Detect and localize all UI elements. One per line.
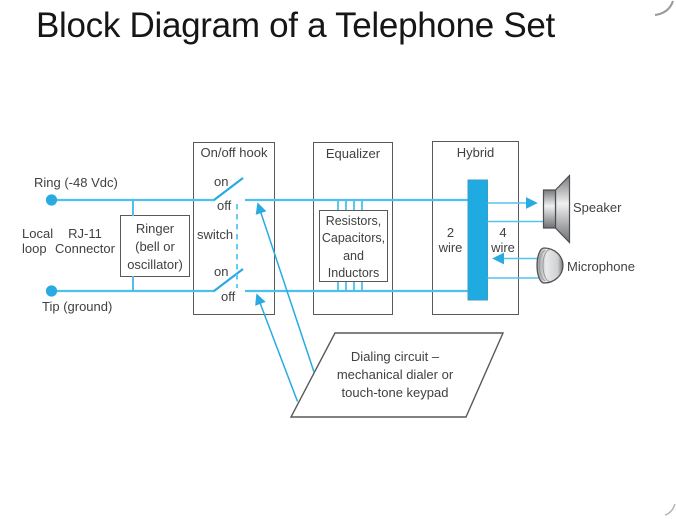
page-title: Block Diagram of a Telephone Set <box>36 6 555 45</box>
corner-curl-top-right <box>654 0 674 16</box>
dialing-circuit-parallelogram <box>289 332 505 418</box>
hook-switch-top <box>213 177 244 201</box>
dialing-arrow-bottom <box>255 293 299 402</box>
hook-switch-bottom <box>213 268 244 292</box>
equalizer-inner-box <box>319 210 388 282</box>
hybrid-box <box>432 141 519 315</box>
onoff-hook-box <box>193 142 275 315</box>
hybrid-converter-bar <box>467 179 488 301</box>
speaker-icon <box>542 174 571 244</box>
equalizer-ticks <box>337 199 363 292</box>
corner-curl-bottom-right <box>664 503 676 516</box>
ring-terminal-dot <box>45 194 58 206</box>
ringer-box <box>120 215 190 277</box>
equalizer-box <box>313 142 393 315</box>
microphone-icon <box>536 247 564 284</box>
tip-terminal-dot <box>45 285 58 297</box>
dialing-arrow-top <box>255 202 315 373</box>
